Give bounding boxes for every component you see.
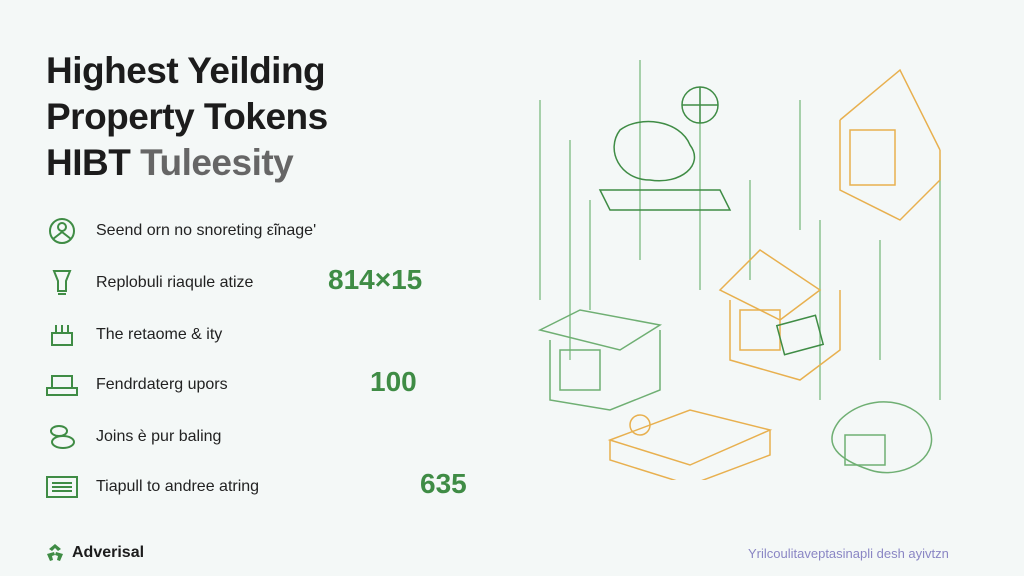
laptop-icon [46, 370, 78, 400]
list-item: Seend orn no snoreting ε̃inage' [46, 216, 316, 246]
stat-value: 100 [370, 366, 417, 397]
platform-orange [607, 409, 773, 480]
list-item: Fendrdaterg upors [46, 370, 228, 400]
recycle-icon [47, 544, 63, 561]
list-item: Replobuli riaqule atize [46, 268, 253, 298]
buildings-icon [46, 320, 78, 350]
globe-icon [681, 86, 719, 124]
brand-logo: Adverisal [44, 542, 144, 564]
house-orange-top [839, 68, 941, 221]
property-illustration [537, 60, 941, 480]
trophy-icon [46, 268, 78, 298]
page-title: Highest Yeilding Property Tokens HIBT Tu… [46, 50, 328, 183]
house-orange-mid [718, 249, 841, 381]
footer-text: Yrilcoulitaveptasinapli desh ayivtzn [748, 546, 949, 561]
rock-building [598, 120, 732, 211]
coins-icon [46, 422, 78, 452]
stone-right [831, 401, 933, 474]
document-tile [775, 314, 825, 356]
house-green-left [537, 309, 663, 411]
list-item: Joins è pur baling [46, 422, 221, 452]
stat-value: 814×15 [328, 264, 423, 295]
stat-value: 635 [420, 468, 467, 499]
list-item: The retaome & ity [46, 320, 222, 350]
document-icon [46, 472, 78, 502]
person-badge-icon [46, 216, 78, 246]
list-item: Tiapull to andree atring [46, 472, 259, 502]
